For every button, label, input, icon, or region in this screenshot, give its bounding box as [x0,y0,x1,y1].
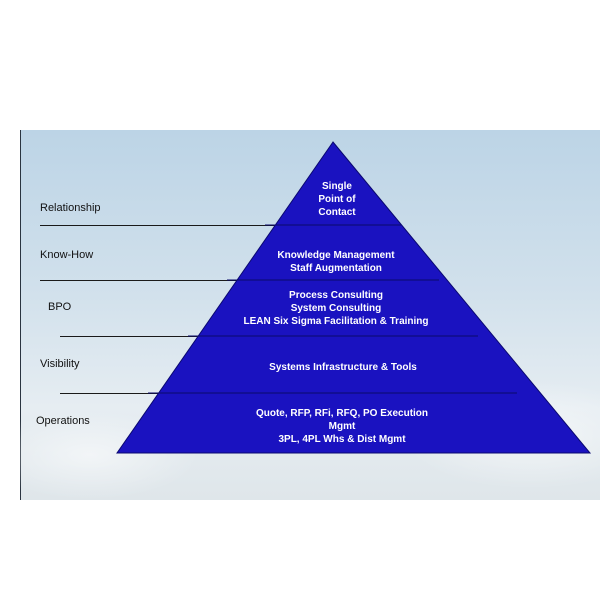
tier-know-how-text: Knowledge Management Staff Augmentation [277,249,394,275]
label-know-how: Know-How [40,249,94,261]
divider-line-3 [60,336,235,337]
diagram-slide: Relationship Know-How BPO Visibility Ope… [20,130,600,500]
tier-operations-text: Quote, RFP, RFi, RFQ, PO Execution Mgmt … [256,407,428,446]
tier-line: Knowledge Management [277,250,395,261]
tier-line: LEAN Six Sigma Facilitation & Training [243,316,429,327]
label-operations: Operations [36,415,90,427]
divider-line-1 [40,225,310,226]
tier-line: System Consulting [290,303,382,314]
tier-line: Mgmt [328,421,356,432]
tier-visibility-text: Systems Infrastructure & Tools [269,361,417,374]
pyramid-shape [116,141,592,454]
tier-relationship-text: Single Point of Contact [318,180,355,219]
tier-line: Staff Augmentation [290,263,382,274]
divider-line-2 [40,280,285,281]
tier-line: 3PL, 4PL Whs & Dist Mgmt [278,434,406,445]
tier-line: Systems Infrastructure & Tools [269,362,417,373]
slide-border [20,130,21,500]
label-visibility: Visibility [40,358,80,370]
pyramid-diagram [116,141,592,454]
tier-bpo-text: Process Consulting System Consulting LEA… [243,289,428,328]
divider-line-4 [60,393,180,394]
label-bpo: BPO [48,301,72,313]
tier-line: Process Consulting [289,290,383,301]
tier-line: Quote, RFP, RFi, RFQ, PO Execution [255,408,429,419]
label-relationship: Relationship [40,202,101,214]
tier-line: Contact [318,207,356,218]
tier-line: Point of [318,194,356,205]
tier-line: Single [321,181,353,192]
